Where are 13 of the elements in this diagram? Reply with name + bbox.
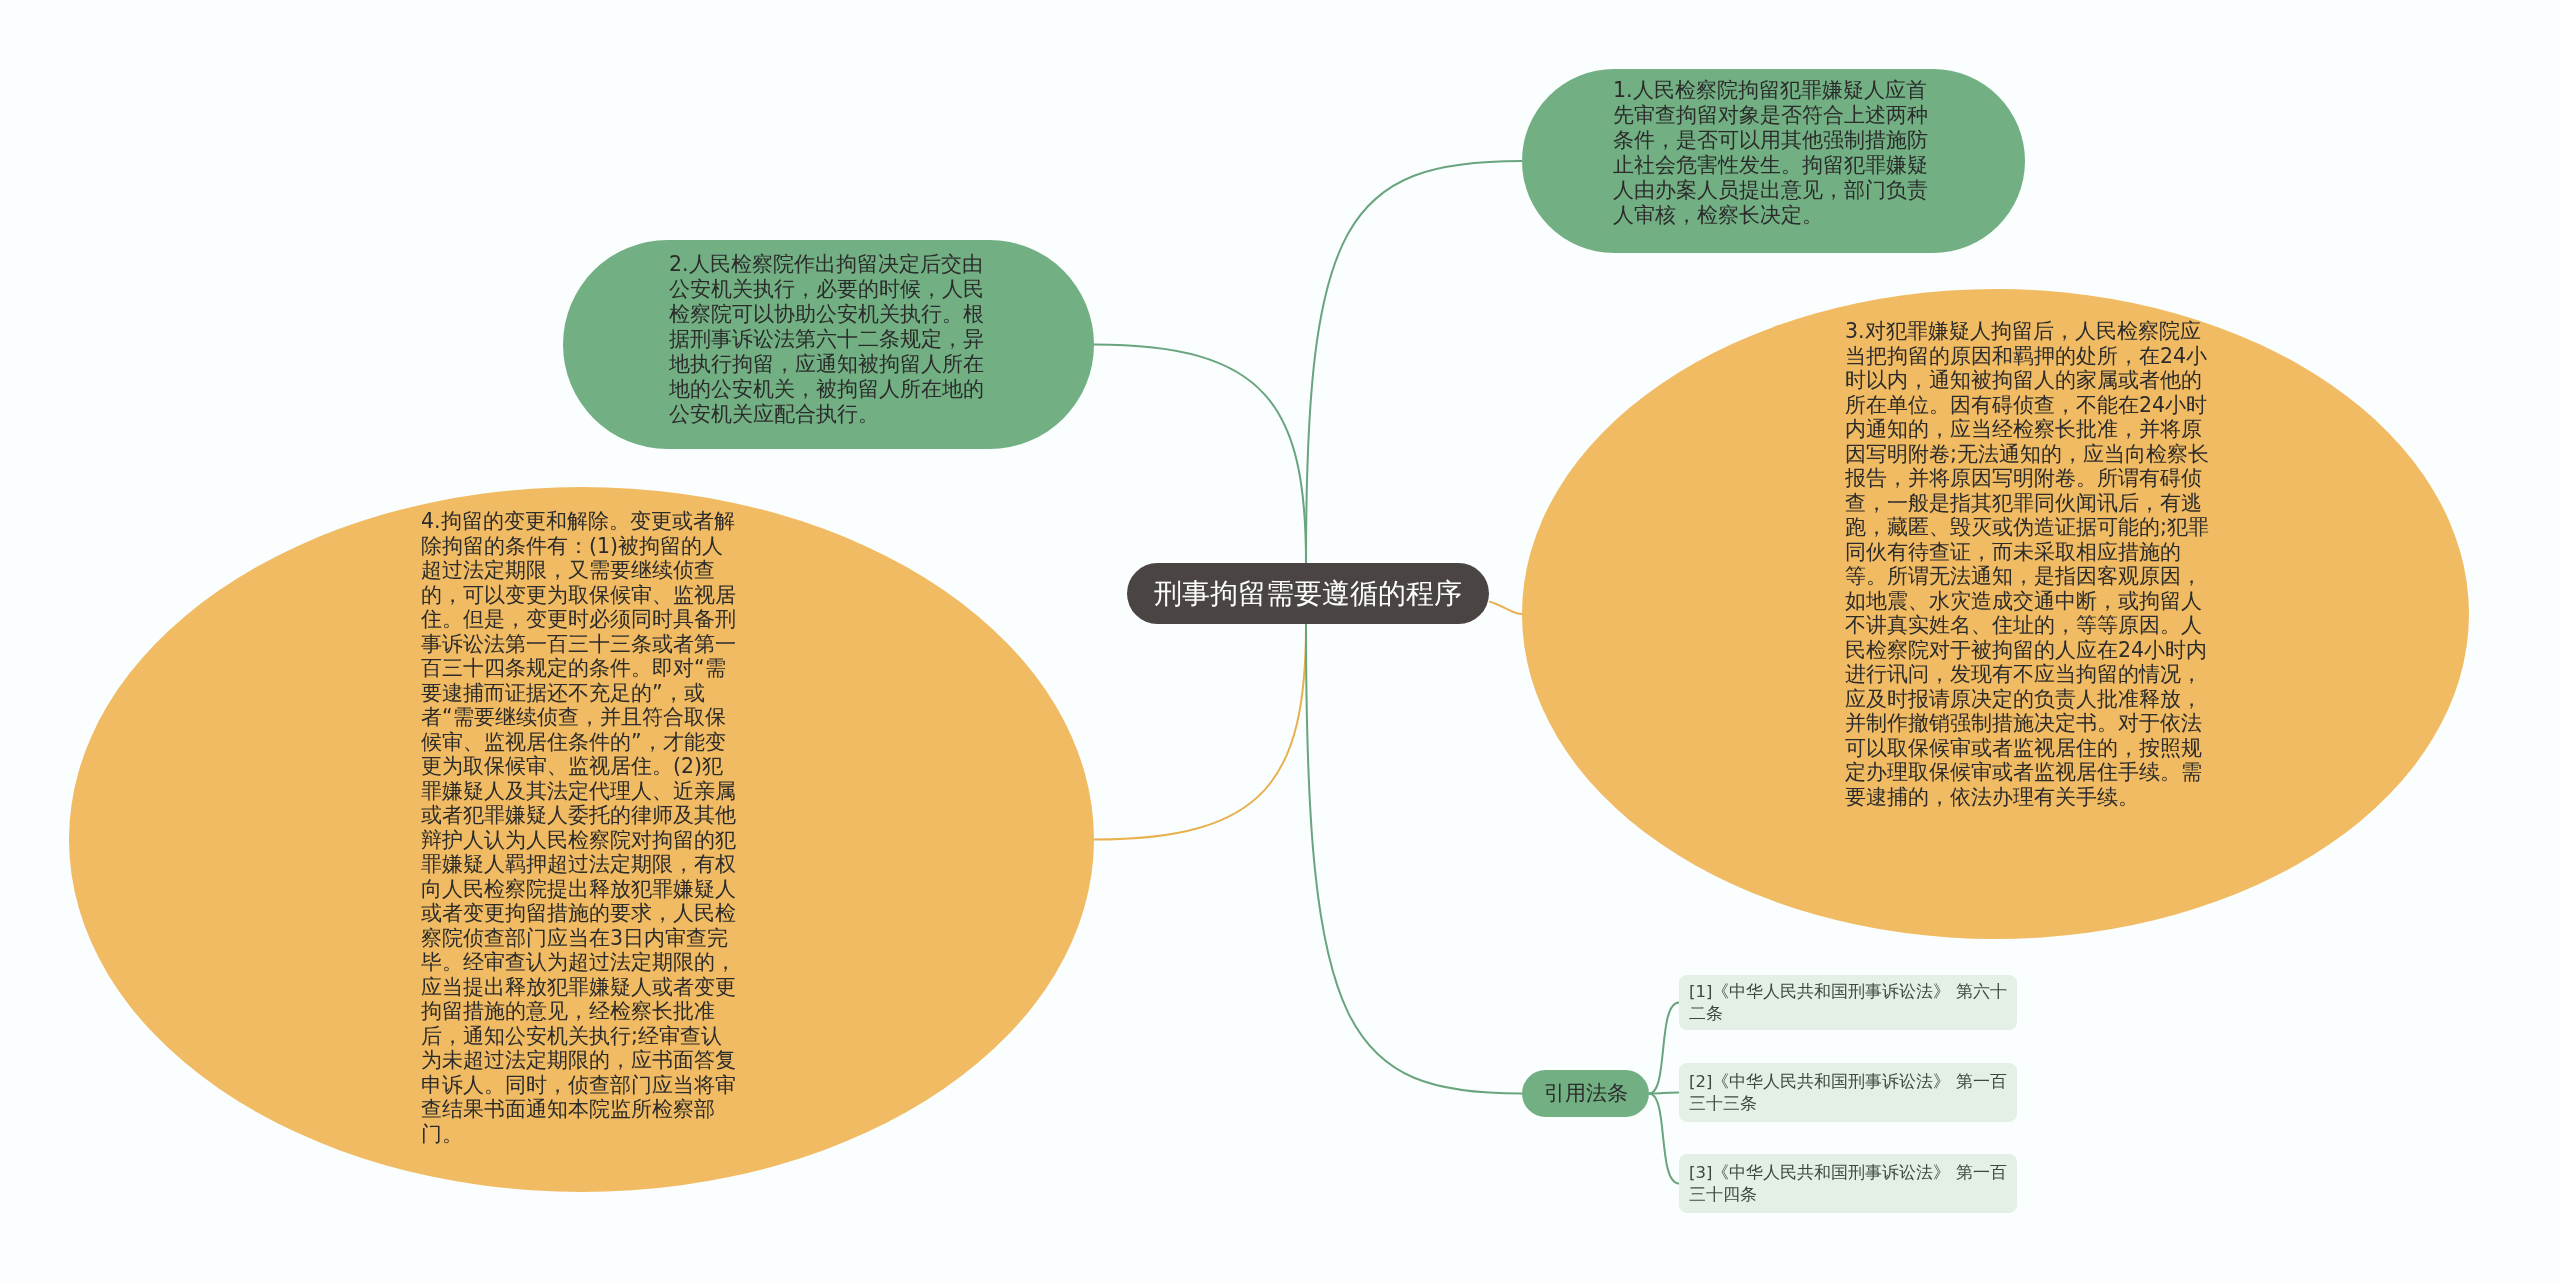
connector	[1305, 623, 1523, 1095]
text-bubble: 4.拘留的变更和解除。变更或者解除拘留的条件有：(1)被拘留的人超过法定期限，又需要继续侦查的，可以变更为取保候审、监视居住。但是，变更时必须同时具备刑事诉讼法第一百三十三条或者第一百三十四条规定的条件。即对“需要逮捕而证据还不充足的”，或者“需要继续侦查，并且符合取保候审、监视居住条件的”，才能变更为取保候审、监视居住。(2)犯罪嫌疑人及其法定代理人、近亲属或者犯罪嫌疑人委托的律师及其他辩护人认为人民检察院对拘留的犯罪嫌疑人羁押超过法定期限，有权向人民检察院提出释放犯罪嫌疑人或者变更拘留措施的要求，人民检察院侦查部门应当在3日内审查完毕。经审查认为超过法定期限的，应当提出释放犯罪嫌疑人或者变更拘留措施的意见，经检察长批准后，通知公安机关执行;经审查认为未超过法定期限的，应书面答复申诉人。同时，侦查部门应当将审查结果书面通知本院监所检察部门。	[69, 487, 1094, 1192]
text-bubble: 2.人民检察院作出拘留决定后交由公安机关执行，必要的时候，人民检察院可以协助公安机关执行。根据刑事诉讼法第六十二条规定，异地执行拘留，应通知被拘留人所在地的公安机关，被拘留人所在地的公安机关应配合执行。	[563, 240, 1094, 449]
connector	[1488, 600, 1523, 615]
topic-bubble: 刑事拘留需要遵循的程序	[1127, 563, 1489, 624]
text-bubble: 3.对犯罪嫌疑人拘留后，人民检察院应当把拘留的原因和羁押的处所，在24小时以内，通知被拘留人的家属或者他的所在单位。因有碍侦查，不能在24小时内通知的，应当经检察长批准，并将原因写明附卷;无法通知的，应当向检察长报告，并将原因写明附卷。所谓有碍侦查，一般是指其犯罪同伙闻讯后，有逃跑，藏匿、毁灭或伪造证据可能的;犯罪同伙有待查证，而未采取相应措施的等。所谓无法通知，是指因客观原因，如地震、水灾造成交通中断，或拘留人不讲真实姓名、住址的，等等原因。人民检察院对于被拘留的人应在24小时内进行讯问，发现有不应当拘留的情况，应及时报请原决定的负责人批准释放，并制作撤销强制措施决定书。对于依法可以取保候审或者监视居住的，按照规定办理取保候审或者监视居住手续。需要逮捕的，依法办理有关手续。	[1522, 289, 2469, 939]
topic-bubble: 引用法条	[1522, 1070, 1649, 1117]
connector	[1648, 1091, 1680, 1095]
reference-box: [1]《中华人民共和国刑事诉讼法》 第六十二条	[1679, 975, 2017, 1030]
reference-box: [2]《中华人民共和国刑事诉讼法》 第一百三十三条	[1679, 1063, 2017, 1122]
text-bubble: 1.人民检察院拘留犯罪嫌疑人应首先审查拘留对象是否符合上述两种条件，是否可以用其他强制措施防止社会危害性发生。拘留犯罪嫌疑人由办案人员提出意见，部门负责人审核，检察长决定。	[1522, 69, 2025, 253]
connector	[1648, 1092, 1680, 1185]
reference-box: [3]《中华人民共和国刑事诉讼法》 第一百三十四条	[1679, 1154, 2017, 1213]
